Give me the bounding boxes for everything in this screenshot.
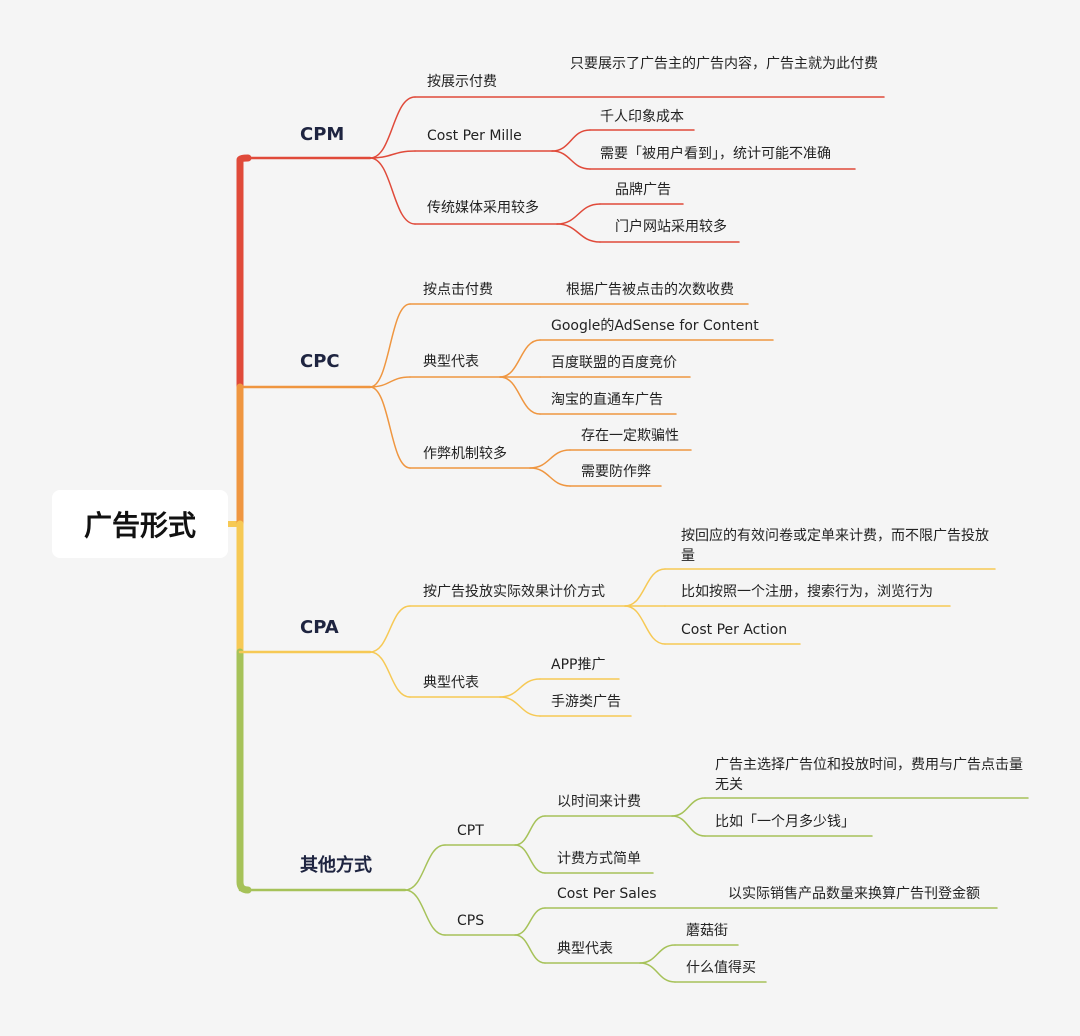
other-link-cps bbox=[404, 889, 446, 936]
cpm-traditional-media: 传统媒体采用较多 bbox=[427, 200, 539, 216]
cpc-link-3 bbox=[369, 386, 411, 469]
cps-smzdm: 什么值得买 bbox=[686, 960, 756, 976]
cpt-link-1a bbox=[671, 797, 706, 817]
branch-cpc: CPC bbox=[300, 351, 340, 372]
branch-other: 其他方式 bbox=[300, 855, 372, 876]
spine-other bbox=[236, 648, 252, 894]
cpa-app-promo: APP推广 bbox=[551, 657, 606, 673]
cpm-link-3a bbox=[556, 203, 601, 225]
cpc-link-3b bbox=[529, 467, 571, 487]
cpc-baidu: 百度联盟的百度竞价 bbox=[551, 355, 677, 371]
spine-cpm bbox=[236, 154, 252, 391]
cps-link-1 bbox=[514, 907, 546, 936]
cps-mogujie: 蘑菇街 bbox=[686, 923, 728, 939]
cps-link-2b bbox=[639, 962, 676, 983]
cpt-slot-time: 广告主选择广告位和投放时间，费用与广告点击量无关 bbox=[715, 757, 1023, 793]
cpa-register-search: 比如按照一个注册，搜索行为，浏览行为 bbox=[681, 584, 933, 600]
cpm-link-2a bbox=[551, 129, 591, 152]
cpc-link-2c bbox=[499, 376, 541, 415]
cpc-link-1 bbox=[369, 303, 411, 388]
cpm-cost-per-mille: Cost Per Mille bbox=[427, 128, 522, 144]
other-cps: CPS bbox=[457, 913, 485, 929]
branch-cpa: CPA bbox=[300, 617, 339, 638]
cpc-deceptive: 存在一定欺骗性 bbox=[581, 428, 679, 444]
cpt-link-1b bbox=[671, 815, 706, 837]
cpa-cost-per-action: Cost Per Action bbox=[681, 622, 788, 638]
cpc-typical: 典型代表 bbox=[423, 354, 479, 370]
cpm-link-2 bbox=[369, 150, 416, 159]
cpt-per-month: 比如「一个月多少钱」 bbox=[715, 814, 855, 830]
cpc-taobao: 淘宝的直通车广告 bbox=[551, 392, 663, 408]
cpc-adsense: Google的AdSense for Content bbox=[551, 318, 759, 334]
cpc-link-3a bbox=[529, 449, 571, 469]
cpc-pay-per-click: 按点击付费 bbox=[423, 282, 493, 298]
root-label: 广告形式 bbox=[83, 509, 196, 542]
cps-cost-per-sales: Cost Per Sales bbox=[557, 886, 657, 902]
other-link-cpt bbox=[404, 844, 446, 891]
cpm-pay-by-impression: 按展示付费 bbox=[427, 74, 497, 90]
branch-cpm: CPM bbox=[300, 124, 345, 145]
cpc-link-2a bbox=[499, 339, 541, 378]
root-node: 广告形式 bbox=[52, 490, 228, 558]
cpc-link-2 bbox=[369, 376, 411, 388]
cpa-link-1a bbox=[624, 568, 666, 607]
cpa-mobile-game: 手游类广告 bbox=[551, 694, 621, 710]
cpc-click-count: 根据广告被点击的次数收费 bbox=[566, 282, 734, 298]
cpm-thousand-cost: 千人印象成本 bbox=[600, 109, 684, 125]
cpa-questionnaire: 按回应的有效问卷或定单来计费，而不限广告投放量 bbox=[681, 528, 989, 564]
cps-link-2a bbox=[639, 944, 676, 964]
cpm-link-2b bbox=[551, 150, 591, 170]
cpa-link-2a bbox=[499, 678, 541, 698]
cpt-simple: 计费方式简单 bbox=[557, 851, 641, 867]
cpt-by-time: 以时间来计费 bbox=[557, 794, 641, 810]
cpa-link-2 bbox=[369, 651, 411, 698]
cpm-brand-ads: 品牌广告 bbox=[615, 182, 671, 198]
cps-typical: 典型代表 bbox=[557, 941, 613, 957]
cpm-portal-sites: 门户网站采用较多 bbox=[615, 219, 727, 235]
cpa-typical: 典型代表 bbox=[423, 675, 479, 691]
cpa-link-1 bbox=[369, 605, 411, 653]
cpa-effect-pricing: 按广告投放实际效果计价方式 bbox=[423, 584, 605, 600]
cpt-link-1 bbox=[514, 815, 546, 846]
other-cpt: CPT bbox=[457, 823, 484, 839]
cpc-anti-fraud: 需要防作弊 bbox=[581, 464, 651, 480]
cpa-link-2b bbox=[499, 696, 541, 717]
cps-link-2 bbox=[514, 934, 546, 964]
cpm-link-3b bbox=[556, 223, 601, 243]
cpm-link-1 bbox=[369, 96, 416, 159]
cpm-link-3 bbox=[369, 157, 416, 225]
cps-sales-volume: 以实际销售产品数量来换算广告刊登金额 bbox=[728, 886, 980, 902]
cpt-link-2 bbox=[514, 844, 546, 874]
cpm-impression-desc: 只要展示了广告主的广告内容，广告主就为此付费 bbox=[570, 56, 878, 72]
cpc-fraud: 作弊机制较多 bbox=[423, 446, 507, 462]
cpm-must-be-seen: 需要「被用户看到」，统计可能不准确 bbox=[600, 146, 831, 162]
cpa-link-1c bbox=[624, 605, 666, 645]
